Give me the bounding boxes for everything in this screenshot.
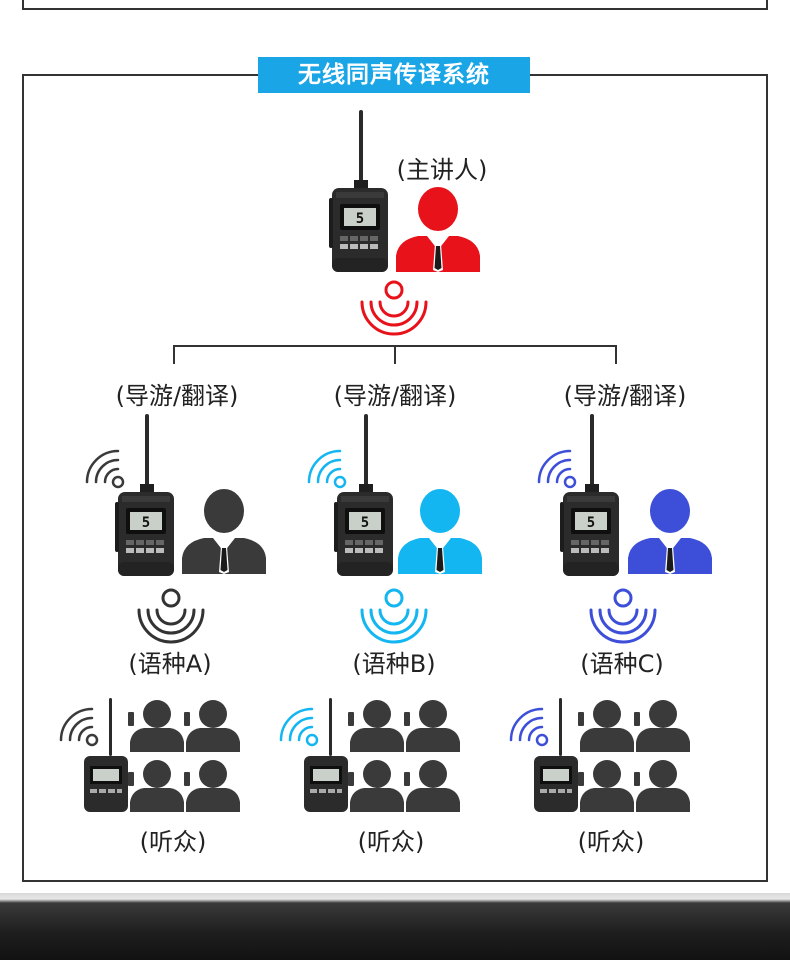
audience-c-label: (听众) [577, 828, 645, 856]
guide-a-label: (导游/翻译) [115, 382, 239, 410]
guide-a-broadcast-icon [137, 588, 205, 644]
audience-b-label: (听众) [357, 828, 425, 856]
guide-b-person-icon [398, 489, 482, 574]
speaker-transmitter [329, 110, 388, 272]
audience-a-receiver [84, 698, 128, 812]
guide-a-receive-icon [85, 449, 125, 489]
guide-b-broadcast-icon [360, 588, 428, 644]
audience-c-group-icon [578, 700, 690, 812]
guide-c-broadcast-icon [589, 588, 657, 644]
language-b-label: (语种B) [352, 650, 436, 678]
guide-a-person-icon [182, 489, 266, 574]
language-c-label: (语种C) [580, 650, 664, 678]
diagram-title: 无线同声传译系统 [258, 57, 530, 93]
speaker-broadcast-icon [360, 280, 428, 336]
previous-section-frame [22, 0, 768, 10]
audience-c-receiver [534, 698, 578, 812]
audience-a-receive-icon [59, 707, 99, 747]
guide-b-label: (导游/翻译) [333, 382, 457, 410]
guide-c-label: (导游/翻译) [563, 382, 687, 410]
guide-c-device [560, 414, 619, 576]
audience-b-receiver [304, 698, 348, 812]
speaker-person-icon [396, 187, 480, 272]
audience-a-group-icon [128, 700, 240, 812]
guide-c-receive-icon [537, 449, 577, 489]
guide-a-device [115, 414, 174, 576]
connector-lines [173, 345, 617, 364]
guide-c-person-icon [628, 489, 712, 574]
audience-c-receive-icon [509, 707, 549, 747]
language-a-label: (语种A) [128, 650, 212, 678]
next-section-background [0, 893, 790, 960]
speaker-label: (主讲人) [396, 156, 488, 184]
audience-b-group-icon [348, 700, 460, 812]
guide-b-device [334, 414, 393, 576]
guide-b-receive-icon [307, 449, 347, 489]
audience-a-label: (听众) [139, 828, 207, 856]
audience-b-receive-icon [279, 707, 319, 747]
